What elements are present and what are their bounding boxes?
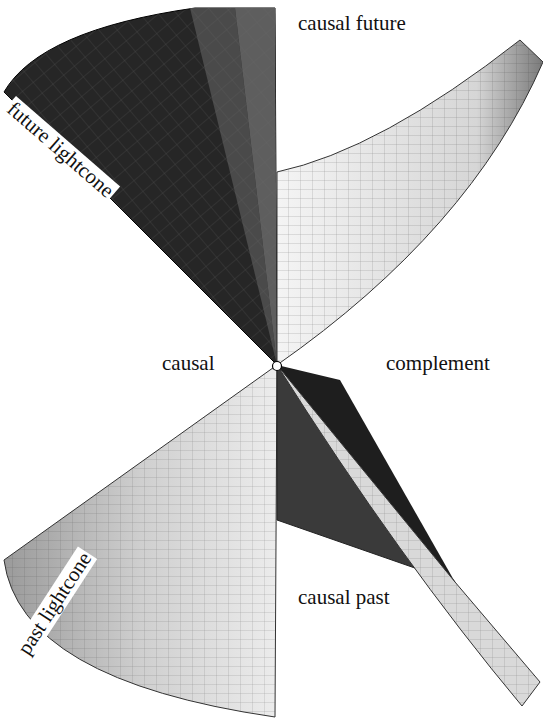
region-label: causal <box>160 352 216 375</box>
region-label: causal past <box>296 586 392 609</box>
region-label: complement <box>384 352 492 375</box>
region-label: causal future <box>296 12 408 35</box>
